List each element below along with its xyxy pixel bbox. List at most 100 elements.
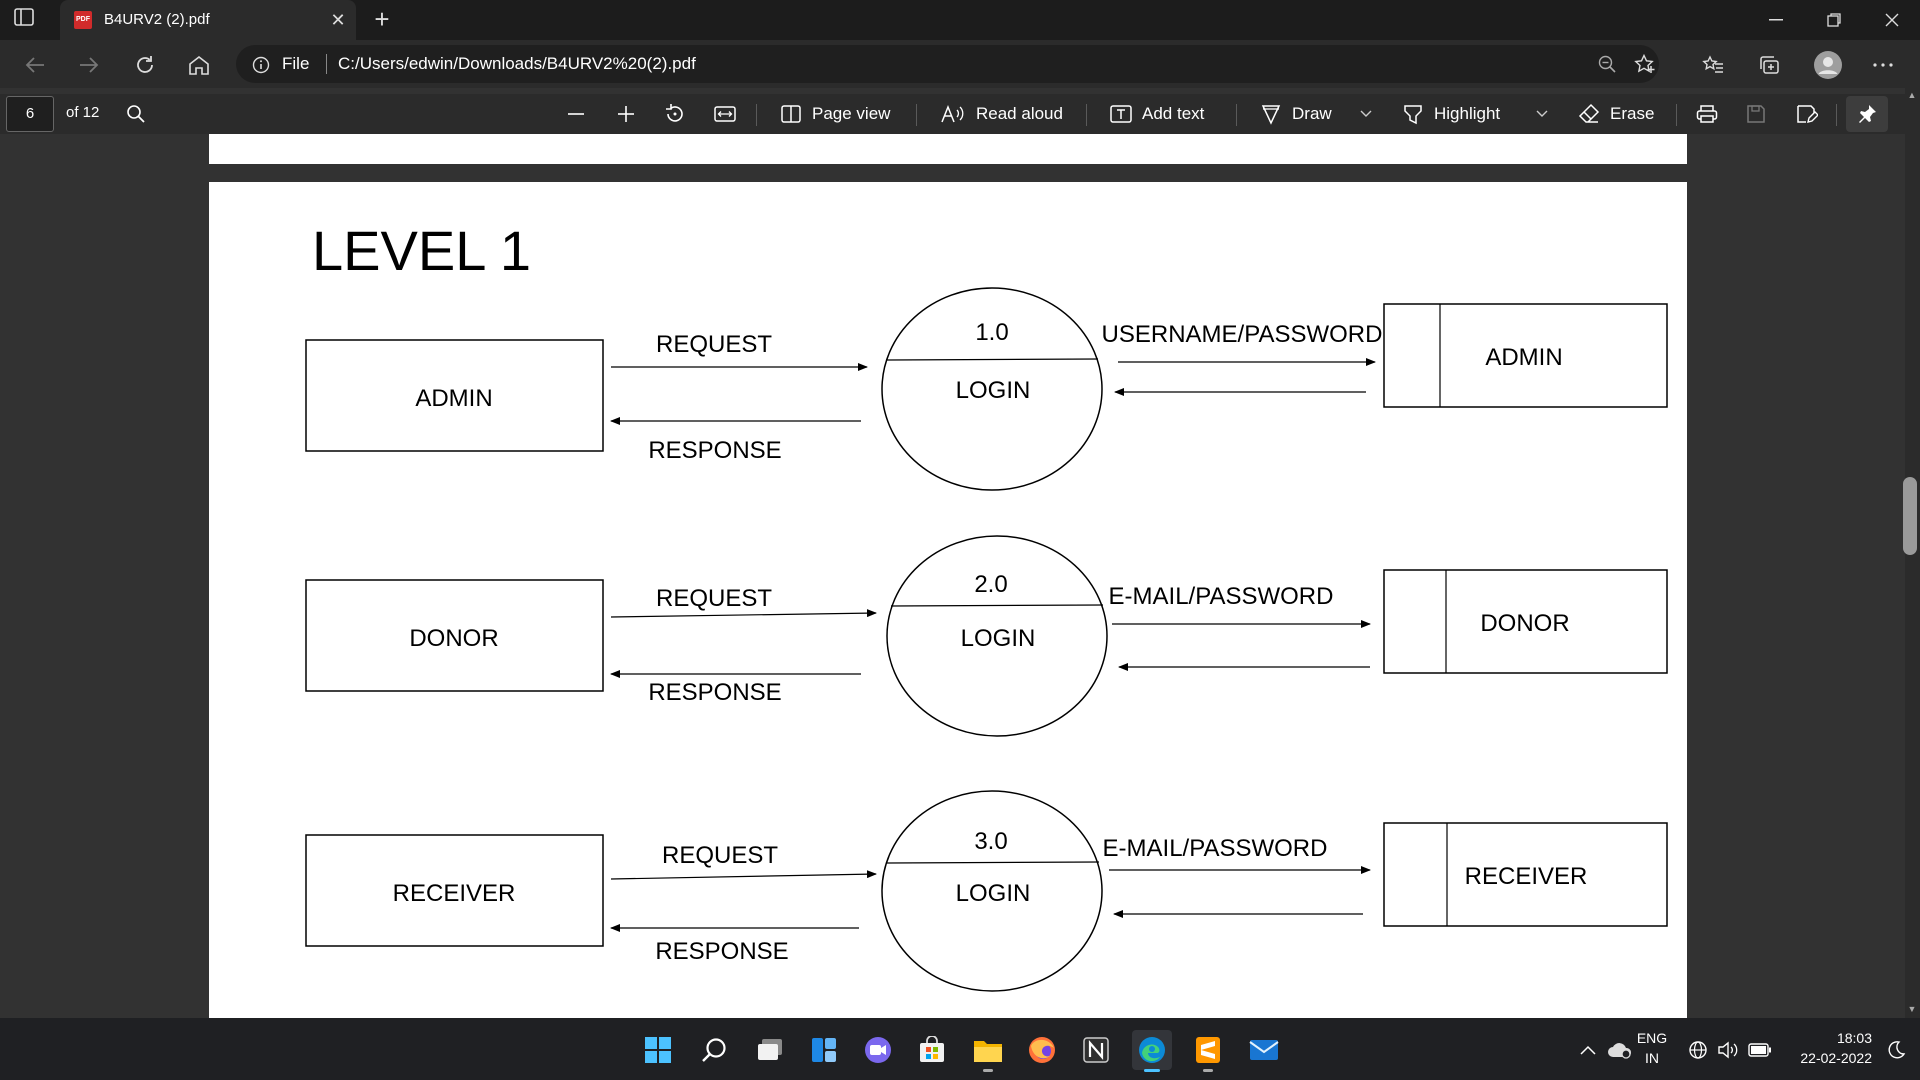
onedrive-cloud-icon[interactable] [1600,1030,1640,1070]
volume-icon[interactable] [1708,1030,1748,1070]
region-indicator[interactable]: IN [1645,1050,1659,1066]
process-divider [885,861,1100,864]
refresh-icon[interactable] [128,48,162,82]
taskbar: ENG IN 18:03 22-02-2022 [0,1018,1920,1080]
more-options-icon[interactable] [1866,48,1900,82]
highlight-options-chevron-down-icon[interactable] [1536,98,1548,130]
pin-toolbar-icon[interactable] [1846,96,1888,132]
page-number-input[interactable]: 6 [6,96,54,132]
title-bar: PDF B4URV2 (2).pdf ✕ + [0,0,1920,40]
data-store-box [1383,569,1668,674]
previous-page-edge [209,134,1687,164]
close-tab-icon[interactable]: ✕ [330,10,346,30]
home-icon[interactable] [182,48,216,82]
separator [1836,104,1837,126]
erase-label: Erase [1610,104,1655,123]
edge-icon[interactable] [1132,1030,1172,1072]
process-divider [890,604,1104,607]
minimize-button[interactable] [1748,0,1804,40]
dfd-row-receiver: RECEIVER REQUEST RESPONSE 3.0 LOGIN E-MA… [305,790,1668,992]
profile-avatar[interactable] [1811,48,1845,82]
restore-button[interactable] [1806,0,1862,40]
firefox-icon[interactable] [1022,1030,1062,1070]
document-viewer[interactable]: LEVEL 1 ADMIN REQUEST RESPONSE 1.0 LOGIN… [0,134,1905,1018]
draw-label: Draw [1292,104,1332,123]
tab-actions-icon[interactable] [14,8,46,32]
store-icon[interactable] [912,1030,952,1070]
process-id: 3.0 [974,828,1007,855]
clock-time[interactable]: 18:03 [1836,1030,1872,1046]
external-entity-label: RECEIVER [393,880,516,907]
file-scheme-label: File [282,54,310,73]
process-divider [886,358,1099,361]
info-icon[interactable] [252,56,270,79]
separator [1086,104,1087,126]
fit-to-width-icon[interactable] [714,98,736,130]
process-circle [886,535,1108,737]
show-hidden-icons-chevron-up-icon[interactable] [1568,1030,1608,1070]
new-tab-button[interactable]: + [374,4,390,34]
request-arrow [610,609,877,618]
file-explorer-icon[interactable] [968,1030,1008,1072]
address-bar[interactable]: File C:/Users/edwin/Downloads/B4URV2%20(… [236,45,1659,83]
dfd-row-admin: ADMIN REQUEST RESPONSE 1.0 LOGIN USERNAM… [305,287,1668,491]
highlight-button[interactable]: Highlight [1402,98,1500,130]
tab-title: B4URV2 (2).pdf [104,11,210,28]
navigation-bar: File C:/Users/edwin/Downloads/B4URV2%20(… [0,40,1920,88]
data-flow-label: E-MAIL/PASSWORD [1103,835,1328,862]
read-aloud-button[interactable]: Read aloud [940,98,1063,130]
add-text-button[interactable]: Add text [1110,98,1204,130]
separator [916,104,917,126]
battery-icon[interactable] [1740,1030,1780,1070]
mail-icon[interactable] [1244,1030,1284,1070]
pdf-toolbar: 6 of 12 Page view Read aloud Add text Dr… [0,94,1920,134]
pdf-page: LEVEL 1 ADMIN REQUEST RESPONSE 1.0 LOGIN… [209,182,1687,1018]
external-entity-box [305,834,604,947]
zoom-out-button[interactable] [566,98,586,130]
forward-arrow-icon[interactable] [72,48,106,82]
external-entity-label: ADMIN [415,385,492,412]
add-favorite-icon[interactable] [1634,53,1656,79]
url-text[interactable]: C:/Users/edwin/Downloads/B4URV2%20(2).pd… [338,54,696,73]
data-flow-label: E-MAIL/PASSWORD [1109,583,1334,610]
rotate-icon[interactable] [664,98,686,130]
print-icon[interactable] [1696,98,1718,130]
search-icon[interactable] [126,98,146,130]
focus-assist-moon-icon[interactable] [1876,1030,1916,1070]
start-icon[interactable] [638,1030,678,1070]
request-arrow [610,870,877,880]
save-as-icon[interactable] [1796,98,1818,130]
close-window-button[interactable] [1864,0,1920,40]
scrollbar-thumb[interactable] [1903,477,1917,555]
search-icon[interactable] [694,1030,734,1070]
zoom-out-icon[interactable] [1598,55,1616,78]
separator [756,104,757,126]
zoom-in-button[interactable] [616,98,636,130]
page-view-label: Page view [812,104,891,123]
back-arrow-icon[interactable] [18,48,52,82]
separator [1236,104,1237,126]
data-store-label: RECEIVER [1465,863,1588,890]
scroll-up-arrow-icon[interactable]: ▲ [1907,90,1917,100]
save-icon[interactable] [1746,98,1766,130]
draw-button[interactable]: Draw [1260,98,1332,130]
chat-icon[interactable] [858,1030,898,1070]
dfd-row-donor: DONOR REQUEST RESPONSE 2.0 LOGIN E-MAIL/… [305,535,1668,737]
scroll-down-arrow-icon[interactable]: ▼ [1907,1004,1917,1014]
page-view-button[interactable]: Page view [780,98,890,130]
collections-icon[interactable] [1752,48,1786,82]
process-id: 2.0 [974,571,1007,598]
clock-date[interactable]: 22-02-2022 [1800,1050,1872,1066]
notion-icon[interactable] [1076,1030,1116,1070]
sublime-text-icon[interactable] [1188,1030,1228,1072]
erase-button[interactable]: Erase [1578,98,1654,130]
favorites-icon[interactable] [1696,48,1730,82]
draw-options-chevron-down-icon[interactable] [1360,98,1372,130]
language-indicator[interactable]: ENG [1636,1030,1668,1046]
widgets-icon[interactable] [804,1030,844,1070]
highlight-label: Highlight [1434,104,1501,123]
process-id: 1.0 [975,319,1008,346]
browser-tab[interactable]: PDF B4URV2 (2).pdf ✕ [60,0,356,40]
network-globe-icon[interactable] [1678,1030,1718,1070]
task-view-icon[interactable] [750,1030,790,1070]
